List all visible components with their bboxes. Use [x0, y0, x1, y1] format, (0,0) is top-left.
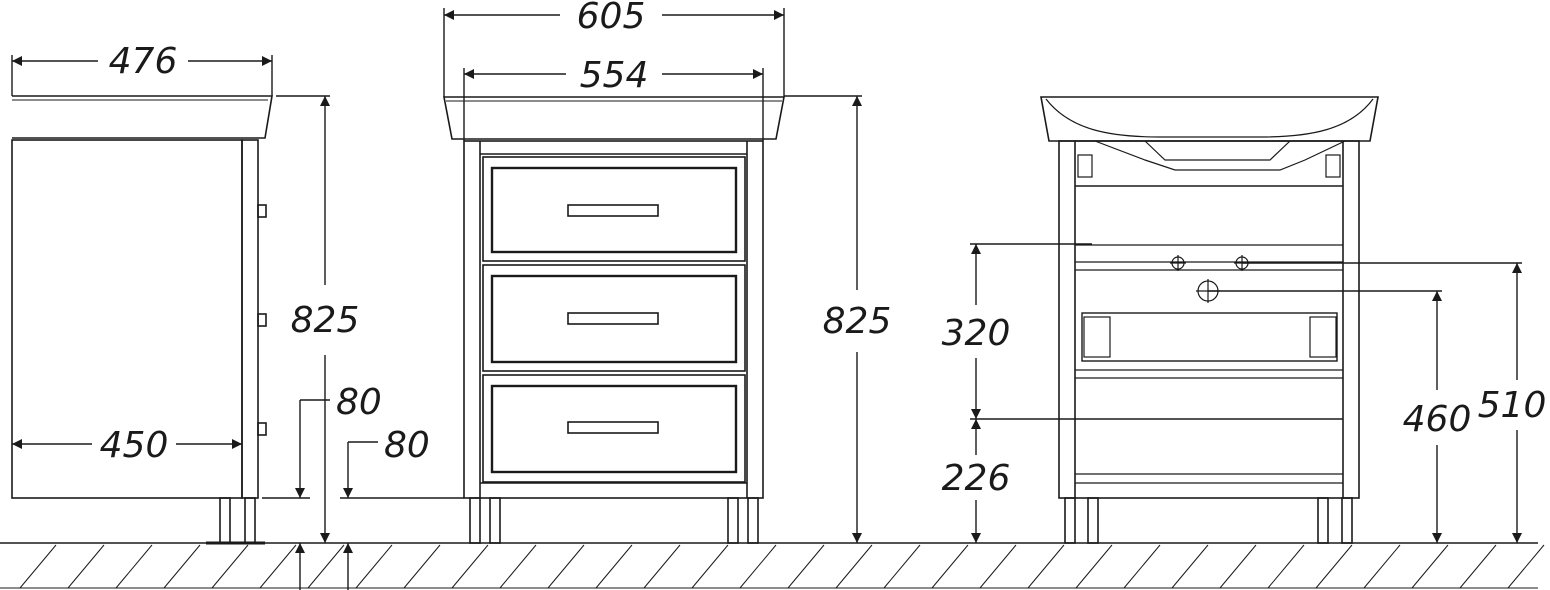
drawer-1[interactable] [482, 156, 746, 262]
hatch-line [115, 544, 153, 589]
front-leg-3 [727, 497, 739, 544]
front-basin [443, 96, 785, 140]
dim-front-width-outer: 605 [577, 0, 646, 37]
hatch-line [1219, 544, 1257, 589]
rear-leg-4 [1341, 497, 1353, 544]
hatch-line [307, 544, 345, 589]
front-leg-2 [489, 497, 501, 544]
hatch-line [931, 544, 969, 589]
rear-cabinet [1058, 140, 1360, 499]
hatch-line [595, 544, 633, 589]
hatch-line [1075, 544, 1113, 589]
drawer-2-handle[interactable] [567, 312, 659, 325]
front-leg-1 [469, 497, 481, 544]
hatch-line [1507, 544, 1545, 589]
hatch-line [835, 544, 873, 589]
drawer-3[interactable] [482, 374, 746, 483]
hatch-line [1363, 544, 1401, 589]
rear-leg-3 [1317, 497, 1329, 544]
front-view [443, 96, 785, 544]
rear-view [1040, 96, 1379, 544]
rear-basin [1040, 96, 1379, 142]
floor [0, 542, 1545, 589]
side-leg-2 [244, 497, 256, 544]
hatch-line [163, 544, 201, 589]
hatch-line [979, 544, 1017, 589]
side-handle-2 [257, 313, 267, 327]
front-leg-4 [747, 497, 759, 544]
drawer-3-handle[interactable] [567, 421, 659, 434]
side-view [11, 95, 273, 545]
side-handle-3 [257, 422, 267, 436]
hatch-line [1459, 544, 1497, 589]
hatch-line [403, 544, 441, 589]
hatch-line [451, 544, 489, 589]
hatch-line [1411, 544, 1449, 589]
rear-leg-1 [1064, 497, 1076, 544]
hatch-line [1267, 544, 1305, 589]
dim-rear-pipe-a: 460 [1403, 399, 1472, 440]
dimension-labels: 476 825 80 80 450 605 554 825 320 226 46… [100, 0, 1547, 499]
dim-side-leg-b: 80 [384, 425, 430, 466]
dim-side-depth-top: 476 [109, 41, 178, 82]
rear-bowl [1094, 140, 1346, 171]
drain-marker-1 [1170, 255, 1186, 271]
dim-rear-drain-span: 320 [942, 313, 1011, 354]
side-leg-1 [219, 497, 231, 544]
hatch-line [211, 544, 249, 589]
dim-side-height: 825 [291, 300, 360, 341]
hatch-line [547, 544, 585, 589]
dim-front-height: 825 [823, 301, 892, 342]
drawer-2[interactable] [482, 264, 746, 372]
dim-rear-pipe-b: 510 [1478, 385, 1547, 426]
dim-side-depth-bottom: 450 [100, 425, 169, 466]
hatch-line [787, 544, 825, 589]
floor-hatching [19, 544, 1545, 589]
hatch-line [19, 544, 57, 589]
dim-side-leg-a: 80 [336, 382, 382, 423]
drawer-1-handle[interactable] [567, 204, 659, 217]
front-cabinet [463, 140, 764, 499]
hatch-line [1123, 544, 1161, 589]
rear-bracket-left [1077, 154, 1093, 178]
rear-bracket-right [1325, 154, 1341, 178]
hatch-line [643, 544, 681, 589]
side-handle-1 [257, 204, 267, 218]
hatch-line [883, 544, 921, 589]
side-front-edge [241, 139, 259, 499]
hatch-line [67, 544, 105, 589]
hatch-line [499, 544, 537, 589]
hatch-line [259, 544, 297, 589]
side-basin [12, 95, 273, 139]
hatch-line [739, 544, 777, 589]
hatch-line [355, 544, 393, 589]
rear-drawer-frame [1081, 312, 1338, 362]
hatch-line [1315, 544, 1353, 589]
dimension-lines [11, 8, 1522, 590]
dim-rear-floor-to-drain: 226 [942, 458, 1011, 499]
hatch-line [1171, 544, 1209, 589]
rear-leg-2 [1087, 497, 1099, 544]
dim-front-width-inner: 554 [580, 55, 649, 96]
hatch-line [691, 544, 729, 589]
hatch-line [1027, 544, 1065, 589]
